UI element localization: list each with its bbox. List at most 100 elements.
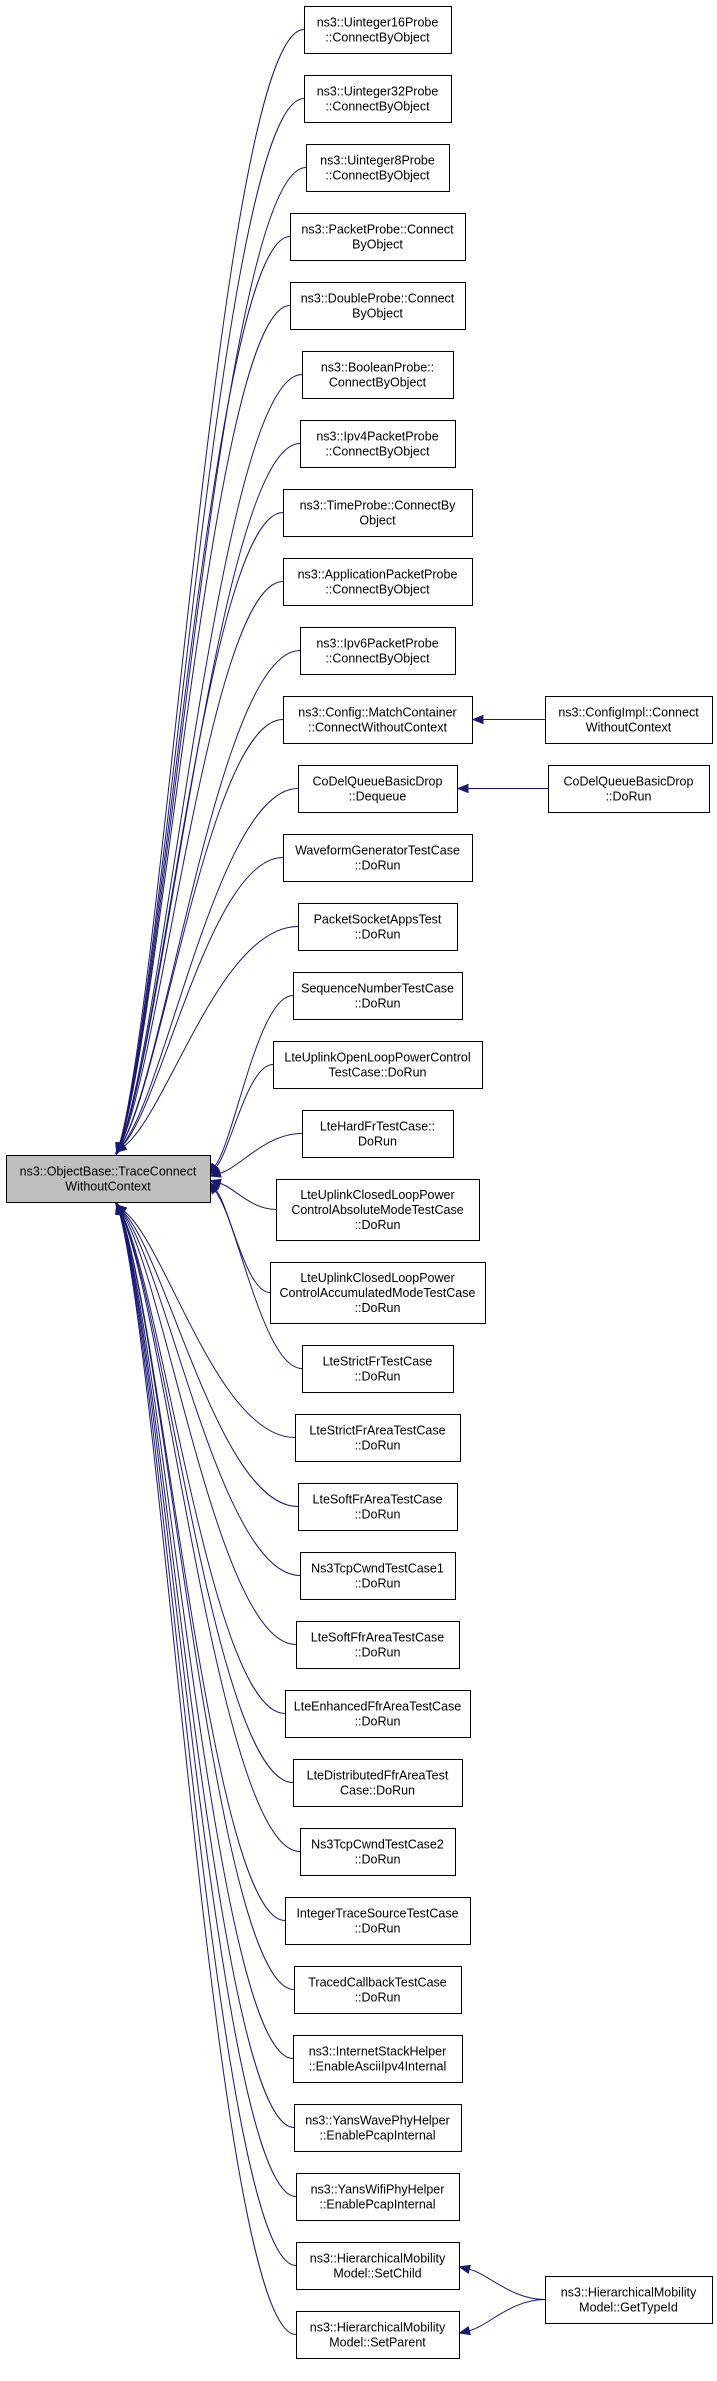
node-ns3-yanswifiphyhelper-enablepcapinternal[interactable]: ns3::YansWifiPhyHelper::EnablePcapIntern… xyxy=(296,2173,460,2221)
node-box xyxy=(285,1690,471,1738)
edge-line xyxy=(120,581,284,1145)
node-label-line: WithoutContext xyxy=(65,1180,151,1194)
node-label-line: ns3::Ipv6PacketProbe xyxy=(316,637,438,651)
arrowhead xyxy=(471,714,484,725)
node-ns3-internetstackhelper-enableasciiipv4internal[interactable]: ns3::InternetStackHelper::EnableAsciiIpv… xyxy=(293,2035,463,2083)
node-box xyxy=(290,213,466,261)
node-lteuplinkopenlooppowercontrol-testcase-dorun[interactable]: LteUplinkOpenLoopPowerControlTestCase::D… xyxy=(273,1041,483,1089)
node-box xyxy=(300,627,456,675)
node-ns3-hierarchicalmobility-model-gettypeid[interactable]: ns3::HierarchicalMobilityModel::GetTypeI… xyxy=(545,2276,713,2324)
edge-line xyxy=(219,1182,277,1210)
edge-line xyxy=(119,374,303,1145)
edge-line xyxy=(119,1212,294,2059)
edge-n34-to-root xyxy=(115,1201,297,2335)
node-label-line: ::DoRun xyxy=(355,1715,401,1729)
node-label-line: LteUplinkClosedLoopPower xyxy=(300,1188,454,1202)
node-label-line: ns3::ObjectBase::TraceConnect xyxy=(20,1165,197,1179)
edge-line xyxy=(215,1064,274,1168)
node-label-line: ByObject xyxy=(352,238,403,252)
node-box xyxy=(283,834,473,882)
node-label-line: LteUplinkOpenLoopPowerControl xyxy=(284,1051,470,1065)
node-ns3-doubleprobe-connect-byobject[interactable]: ns3::DoubleProbe::ConnectByObject xyxy=(290,282,466,330)
node-label-line: ::ConnectByObject xyxy=(325,445,430,459)
node-ns3-config-matchcontainer-connectwithoutcontext[interactable]: ns3::Config::MatchContainer::ConnectWith… xyxy=(283,696,473,744)
node-label-line: ns3::Ipv4PacketProbe xyxy=(316,430,438,444)
node-ns3-booleanprobe-connectbyobject[interactable]: ns3::BooleanProbe::ConnectByObject xyxy=(302,351,454,399)
node-label-line: IntegerTraceSourceTestCase xyxy=(296,1907,458,1921)
node-label-line: LteStrictFrTestCase xyxy=(323,1355,433,1369)
node-label-line: ::ConnectWithoutContext xyxy=(308,721,447,735)
node-ns3-timeprobe-connectby-object[interactable]: ns3::TimeProbe::ConnectByObject xyxy=(283,489,473,537)
node-codelqueuebasicdrop-dorun[interactable]: CoDelQueueBasicDrop::DoRun xyxy=(548,765,710,813)
node-packetsocketappstest-dorun[interactable]: PacketSocketAppsTest::DoRun xyxy=(298,903,458,951)
node-label-line: WithoutContext xyxy=(586,721,672,735)
node-box xyxy=(294,2104,462,2152)
node-ns3tcpcwndtestcase2-dorun[interactable]: Ns3TcpCwndTestCase2::DoRun xyxy=(300,1828,456,1876)
node-label-line: ControlAccumulatedModeTestCase xyxy=(280,1286,476,1300)
edge-n1-to-root xyxy=(115,29,305,1156)
edge-n17-to-root xyxy=(209,1133,303,1178)
node-label-line: ns3::YansWifiPhyHelper xyxy=(311,2183,445,2197)
edge-line xyxy=(122,788,299,1146)
edge-line xyxy=(121,1211,297,1645)
node-ns3-packetprobe-connect-byobject[interactable]: ns3::PacketProbe::ConnectByObject xyxy=(290,213,466,261)
node-label-line: ::DoRun xyxy=(606,790,652,804)
node-label-line: ns3::Uinteger16Probe xyxy=(317,16,439,30)
node-ns3-yanswavephyhelper-enablepcapinternal[interactable]: ns3::YansWavePhyHelper::EnablePcapIntern… xyxy=(294,2104,462,2152)
node-label-line: Model::SetChild xyxy=(333,2267,421,2281)
node-label-line: ns3::YansWavePhyHelper xyxy=(305,2114,450,2128)
node-ns3-uinteger16probe-connectbyobject[interactable]: ns3::Uinteger16Probe::ConnectByObject xyxy=(304,6,452,54)
edge-n14-to-root xyxy=(115,926,299,1154)
node-waveformgeneratortestcase-dorun[interactable]: WaveformGeneratorTestCase::DoRun xyxy=(283,834,473,882)
arrowhead xyxy=(456,783,469,794)
node-ns3-uinteger32probe-connectbyobject[interactable]: ns3::Uinteger32Probe::ConnectByObject xyxy=(304,75,452,123)
node-label-line: Ns3TcpCwndTestCase1 xyxy=(311,1562,444,1576)
node-ltesoftffrareatestcase-dorun[interactable]: LteSoftFfrAreaTestCase::DoRun xyxy=(296,1621,460,1669)
node-label-line: ::DoRun xyxy=(355,1370,401,1384)
node-sequencenumbertestcase-dorun[interactable]: SequenceNumberTestCase::DoRun xyxy=(293,972,463,1020)
node-box xyxy=(298,903,458,951)
edge-line xyxy=(121,719,284,1145)
arrowhead xyxy=(209,1168,222,1178)
node-ns3-ipv6packetprobe-connectbyobject[interactable]: ns3::Ipv6PacketProbe::ConnectByObject xyxy=(300,627,456,675)
node-ns3-hierarchicalmobility-model-setparent[interactable]: ns3::HierarchicalMobilityModel::SetParen… xyxy=(296,2311,460,2359)
node-ns3-uinteger8probe-connectbyobject[interactable]: ns3::Uinteger8Probe::ConnectByObject xyxy=(306,144,450,192)
node-ns3-configimpl-connect-withoutcontext[interactable]: ns3::ConfigImpl::ConnectWithoutContext xyxy=(545,696,713,744)
node-ns3-applicationpacketprobe-connectbyobject[interactable]: ns3::ApplicationPacketProbe::ConnectByOb… xyxy=(283,558,473,606)
edge-line xyxy=(214,995,294,1167)
edge-line xyxy=(122,857,284,1146)
node-box xyxy=(285,1897,471,1945)
node-box xyxy=(300,1828,456,1876)
edge-line xyxy=(122,1211,301,1576)
node-label-line: ns3::InternetStackHelper xyxy=(309,2045,447,2059)
node-ltestrictfrtestcase-dorun[interactable]: LteStrictFrTestCase::DoRun xyxy=(302,1345,454,1393)
node-ns3tcpcwndtestcase1-dorun[interactable]: Ns3TcpCwndTestCase1::DoRun xyxy=(300,1552,456,1600)
node-tracedcallbacktestcase-dorun[interactable]: TracedCallbackTestCase::DoRun xyxy=(294,1966,462,2014)
node-integertracesourcetestcase-dorun[interactable]: IntegerTraceSourceTestCase::DoRun xyxy=(285,1897,471,1945)
edge-line xyxy=(120,512,284,1145)
node-label-line: ::DoRun xyxy=(355,1508,401,1522)
node-box xyxy=(270,1262,486,1324)
node-label-line: TracedCallbackTestCase xyxy=(308,1976,447,1990)
node-ltehardfrtestcase-dorun[interactable]: LteHardFrTestCase::DoRun xyxy=(302,1110,454,1158)
node-ns3-ipv4packetprobe-connectbyobject[interactable]: ns3::Ipv4PacketProbe::ConnectByObject xyxy=(300,420,456,468)
arrowhead xyxy=(458,2264,471,2274)
node-label-line: Object xyxy=(359,514,396,528)
node-lteuplinkclosedlooppower-controlabsolutemodetestcase-dorun[interactable]: LteUplinkClosedLoopPowerControlAbsoluteM… xyxy=(276,1179,480,1241)
node-ltestrictfrareatestcase-dorun[interactable]: LteStrictFrAreaTestCase::DoRun xyxy=(295,1414,461,1462)
node-lteuplinkclosedlooppower-controlaccumulatedmodetestcase-dorun[interactable]: LteUplinkClosedLoopPowerControlAccumulat… xyxy=(270,1262,486,1324)
node-codelqueuebasicdrop-dequeue[interactable]: CoDelQueueBasicDrop::Dequeue xyxy=(298,765,458,813)
node-label-line: TestCase::DoRun xyxy=(329,1066,427,1080)
edge-line xyxy=(122,1211,299,1507)
edge-n35-to-n11 xyxy=(471,714,546,725)
node-label-line: ::DoRun xyxy=(355,1853,401,1867)
node-lteenhancedffrareatestcase-dorun[interactable]: LteEnhancedFfrAreaTestCase::DoRun xyxy=(285,1690,471,1738)
node-box xyxy=(283,489,473,537)
edge-n33-to-root xyxy=(115,1201,297,2266)
edge-n23-to-root xyxy=(115,1203,301,1576)
node-box xyxy=(296,2242,460,2290)
node-ltesoftfrareatestcase-dorun[interactable]: LteSoftFrAreaTestCase::DoRun xyxy=(298,1483,458,1531)
root-node[interactable]: ns3::ObjectBase::TraceConnectWithoutCont… xyxy=(6,1155,211,1203)
